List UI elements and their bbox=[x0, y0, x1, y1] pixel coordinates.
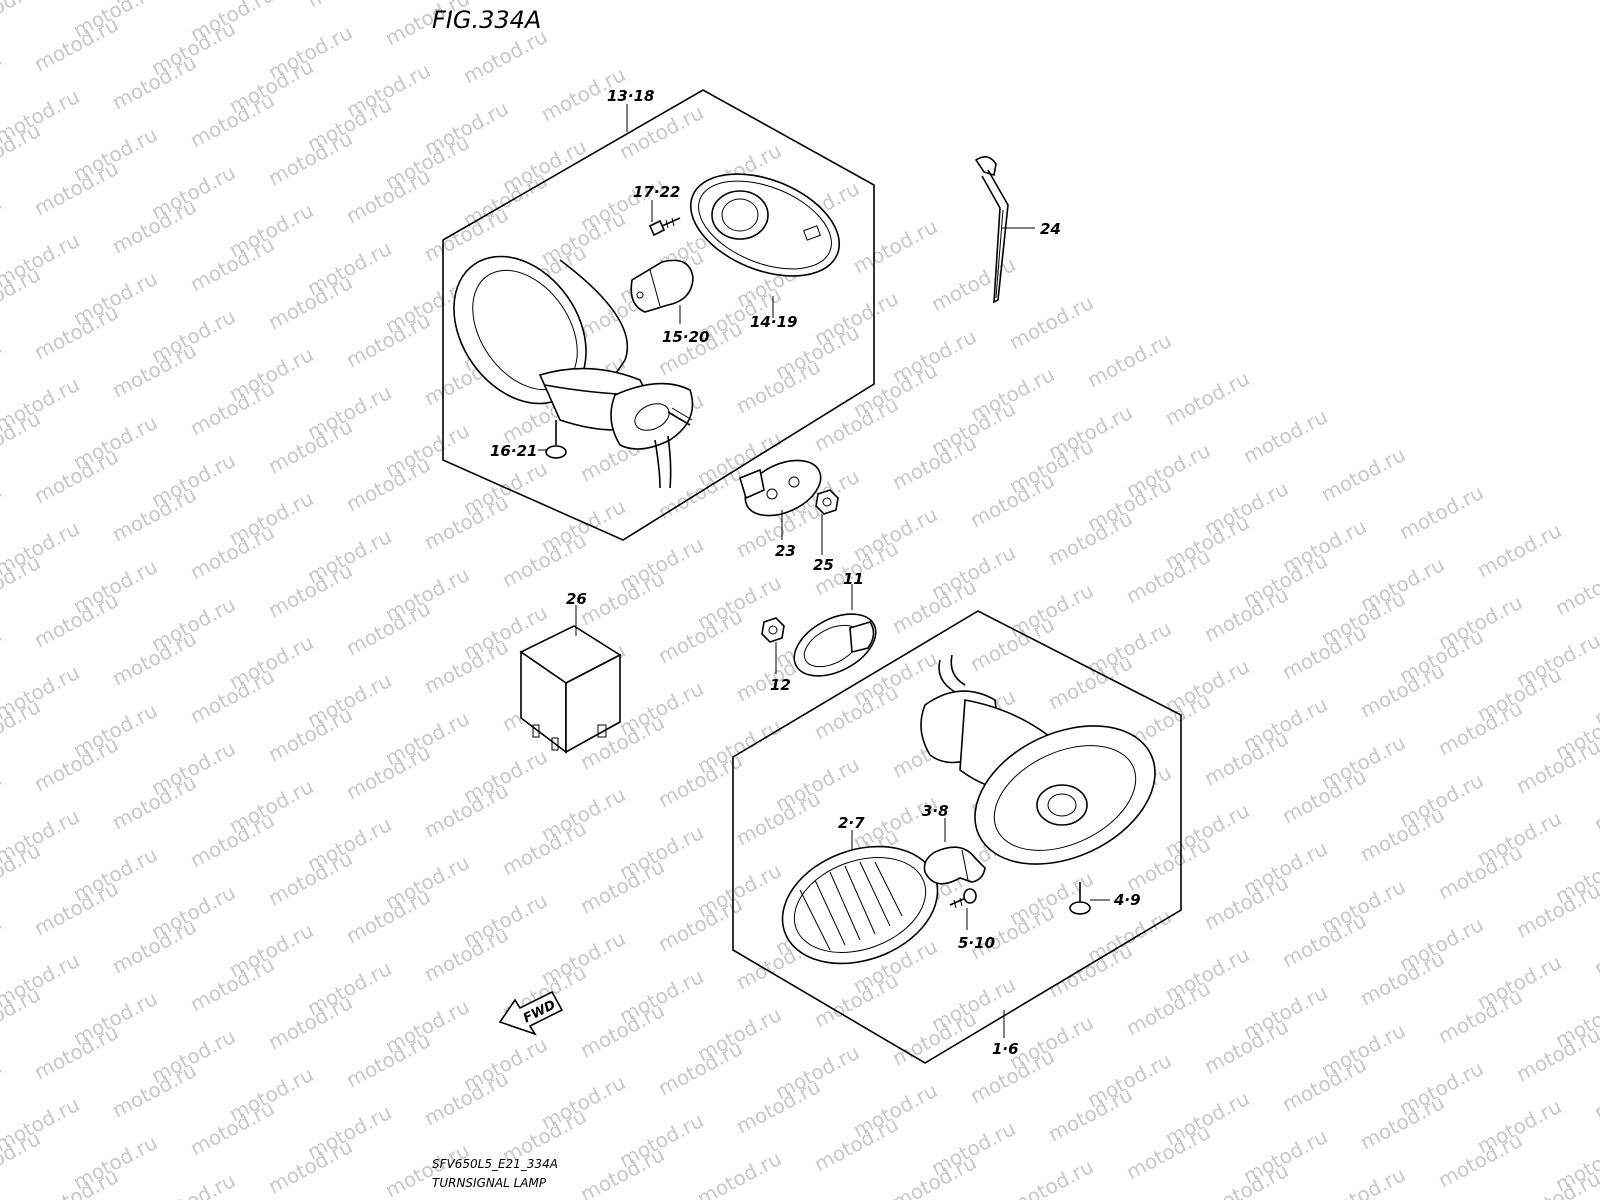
watermark-text: motod.ru bbox=[1083, 328, 1175, 392]
watermark-text: motod.ru bbox=[1590, 916, 1600, 980]
callout-3-8: 3·8 bbox=[922, 802, 949, 820]
watermark-text: motod.ru bbox=[1473, 518, 1565, 582]
watermark-text: motod.ru bbox=[1005, 1154, 1097, 1200]
model-code: SFV650L5_E21_334A bbox=[432, 1157, 558, 1171]
watermark-text: motod.ru bbox=[0, 478, 5, 542]
callout-13-18: 13·18 bbox=[607, 87, 654, 105]
watermark-text: motod.ru bbox=[0, 0, 44, 38]
watermark-text: motod.ru bbox=[849, 214, 941, 278]
forward-direction-arrow: FWD bbox=[498, 990, 564, 1036]
watermark-text: motod.ru bbox=[1005, 290, 1097, 354]
watermark-text: motod.ru bbox=[0, 46, 5, 110]
callout-16-21: 16·21 bbox=[490, 442, 537, 460]
nut-part-12 bbox=[761, 617, 785, 643]
callout-5-10: 5·10 bbox=[958, 934, 995, 952]
watermark-text: motod.ru bbox=[927, 252, 1019, 316]
watermark-text: motod.ru bbox=[1161, 366, 1253, 430]
grommet-part-23 bbox=[739, 459, 822, 517]
relay-part-26 bbox=[519, 625, 622, 754]
watermark-text: motod.ru bbox=[693, 1146, 785, 1200]
nut-part-25 bbox=[815, 489, 839, 515]
callout-14-19: 14·19 bbox=[750, 313, 797, 331]
watermark-text: motod.ru bbox=[0, 1054, 5, 1118]
watermark-text: motod.ru bbox=[1590, 772, 1600, 836]
callout-24: 24 bbox=[1040, 220, 1061, 238]
lens-housing-part-14-19 bbox=[689, 173, 841, 277]
watermark-text: motod.ru bbox=[1317, 442, 1409, 506]
screw-part-16-21 bbox=[545, 420, 567, 459]
bulb-part-3-8 bbox=[923, 846, 986, 885]
screw-part-4-9 bbox=[1069, 882, 1091, 915]
callout-1-6: 1·6 bbox=[992, 1040, 1019, 1058]
watermark-text: motod.ru bbox=[303, 0, 395, 12]
callout-labels: 13·18 17·22 14·19 15·20 16·21 24 23 25 2… bbox=[490, 87, 1141, 1058]
diagram-caption: TURNSIGNAL LAMP bbox=[432, 1176, 547, 1190]
callout-23: 23 bbox=[775, 542, 796, 560]
bulb-part-15-20 bbox=[630, 259, 694, 313]
callout-11: 11 bbox=[843, 570, 864, 588]
cable-tie-part-24 bbox=[974, 156, 1009, 304]
callout-2-7: 2·7 bbox=[838, 814, 865, 832]
watermark-text: motod.ru bbox=[0, 766, 5, 830]
turnsignal-lamp-body-upper bbox=[453, 255, 694, 489]
callout-25: 25 bbox=[813, 556, 834, 574]
turnsignal-lamp-body-lower bbox=[920, 654, 1156, 865]
watermark-text: motod.ru bbox=[0, 334, 5, 398]
screw-part-5-10 bbox=[949, 888, 977, 909]
callout-17-22: 17·22 bbox=[633, 183, 680, 201]
watermark-text: motod.ru bbox=[1317, 1162, 1409, 1200]
watermark-text: motod.ru bbox=[0, 190, 5, 254]
watermark-text: motod.ru bbox=[1551, 556, 1600, 620]
rear-turnsignal-assembly-frame bbox=[442, 89, 875, 541]
callout-12: 12 bbox=[770, 676, 791, 694]
lens-part-2-7 bbox=[781, 845, 939, 965]
screw-part-17-22 bbox=[648, 217, 681, 237]
watermark-text: motod.ru bbox=[147, 1168, 239, 1200]
watermark-text: motod.ru bbox=[1239, 404, 1331, 468]
figure-title: FIG.334A bbox=[432, 6, 541, 34]
front-turnsignal-assembly-frame bbox=[732, 610, 1182, 1064]
watermark-text: motod.ru bbox=[1590, 1060, 1600, 1124]
callout-26: 26 bbox=[566, 590, 587, 608]
watermark-text: motod.ru bbox=[0, 910, 5, 974]
leader-lines bbox=[538, 104, 1110, 1038]
watermark-text: motod.ru bbox=[1395, 480, 1487, 544]
callout-4-9: 4·9 bbox=[1113, 891, 1141, 909]
grommet-part-11 bbox=[793, 613, 877, 677]
watermark-text: motod.ru bbox=[0, 622, 5, 686]
callout-15-20: 15·20 bbox=[662, 328, 709, 346]
